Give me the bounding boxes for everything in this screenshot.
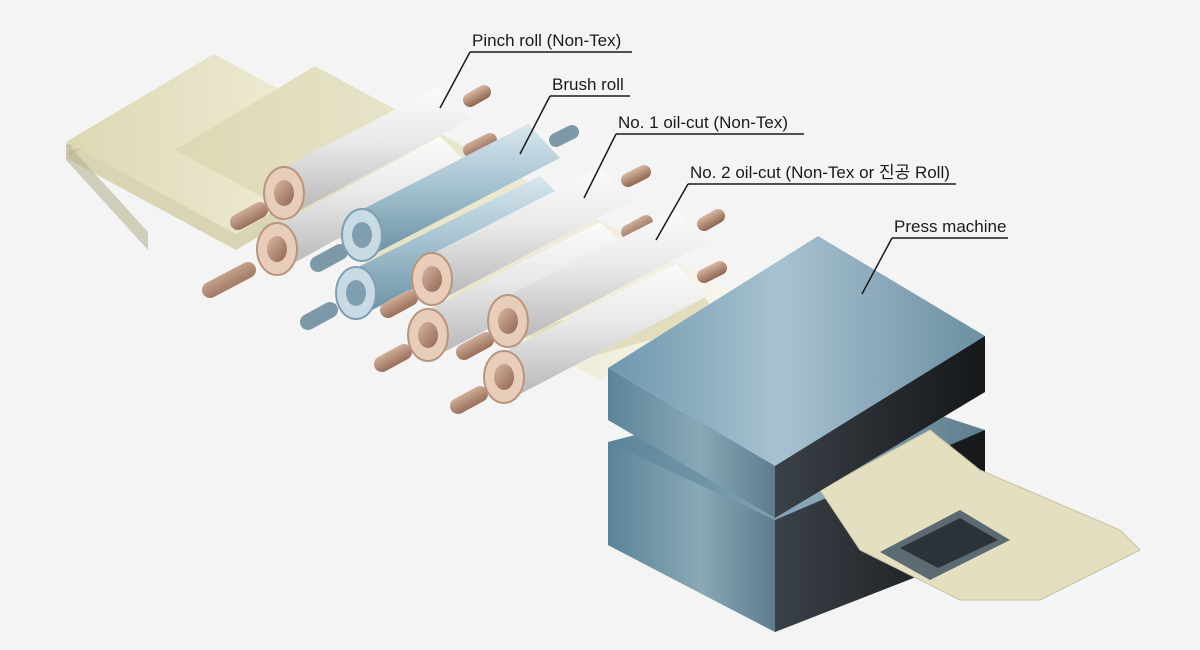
leader-lines [439,51,1008,295]
press-machine-leader [861,237,893,295]
brush-roll-leader [519,95,551,155]
pinch-roll-top [230,85,491,230]
oil-cut-1-roll [374,165,653,372]
oil-cut-2-roll-bottom [450,261,727,414]
pinch-roll-bottom [202,133,497,298]
oil-cut-2-roll [450,209,727,414]
oil-cut-1-roll-bottom [374,215,653,372]
label-press-machine: Press machine [894,217,1006,236]
oil-cut-1-roll-top [380,165,651,318]
oil-cut-1-leader [583,133,617,199]
pinch-roll [202,85,497,298]
pressed-part-outline [819,429,1141,601]
brush-roll-top [310,124,579,272]
pinch-roll-leader [439,51,471,109]
press-machine [608,236,1141,632]
oil-cut-2-leader [655,183,689,241]
label-brush-roll: Brush roll [552,75,624,94]
oil-cut-2-roll-top [456,209,725,360]
label-pinch-roll: Pinch roll (Non-Tex) [472,31,621,50]
label-oil-cut-2: No. 2 oil-cut (Non-Tex or 진공 Roll) [690,163,950,182]
label-oil-cut-1: No. 1 oil-cut (Non-Tex) [618,113,788,132]
press-upper-block [608,236,985,518]
